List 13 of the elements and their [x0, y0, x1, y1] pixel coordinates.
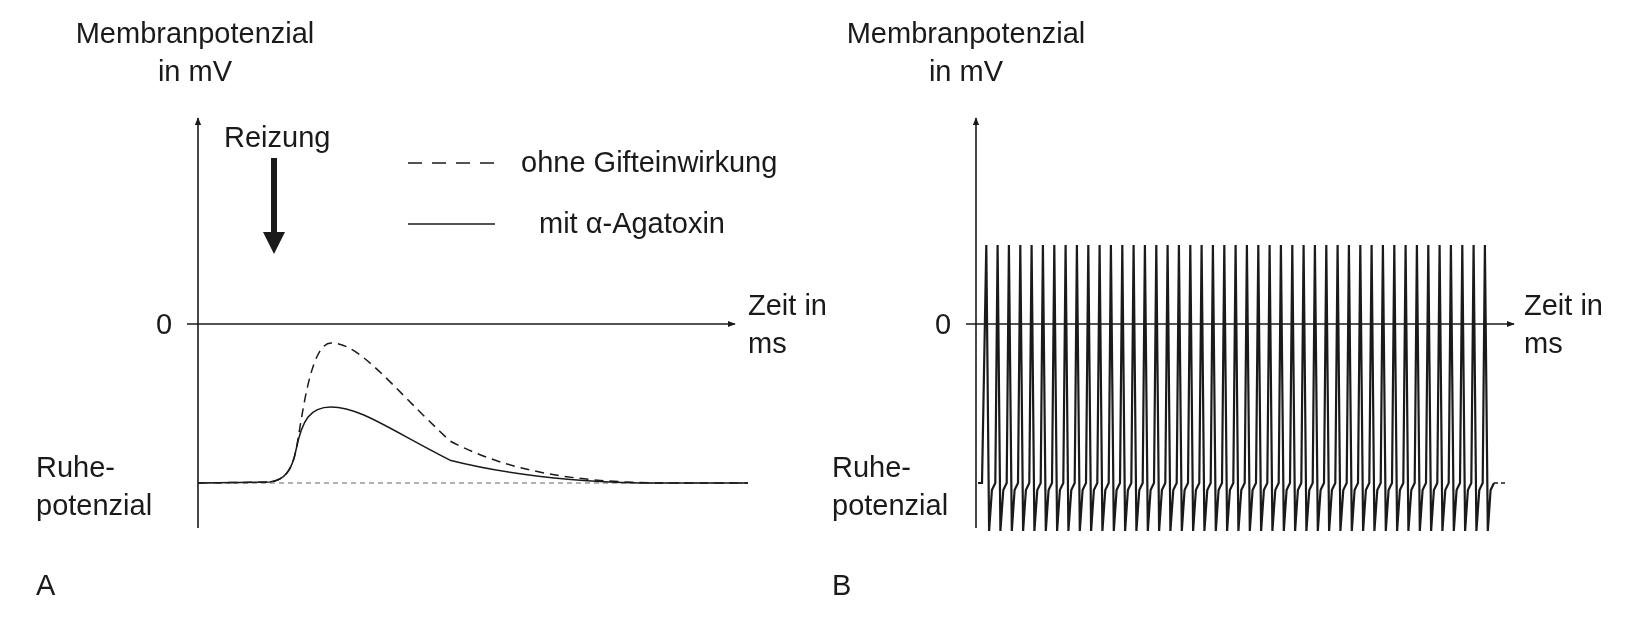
tick-label: 0: [156, 307, 173, 342]
tick-label: 0: [935, 307, 952, 342]
axis-label: Membranpotenzial in mV: [74, 16, 316, 89]
legend-label: ohne Gifteinwirkung: [521, 145, 778, 180]
axis-label: Zeit in ms: [1524, 288, 1604, 361]
axis-label: Membranpotenzial in mV: [845, 16, 1087, 89]
panel-label: A: [36, 568, 56, 603]
legend-label: mit α-Agatoxin: [539, 206, 725, 241]
panel-label: B: [832, 568, 852, 603]
axis-label: Ruhe- potenzial: [36, 450, 154, 523]
stimulus-label: Reizung: [224, 120, 331, 155]
axis-label: Ruhe- potenzial: [832, 450, 950, 523]
axis-label: Zeit in ms: [748, 288, 828, 361]
